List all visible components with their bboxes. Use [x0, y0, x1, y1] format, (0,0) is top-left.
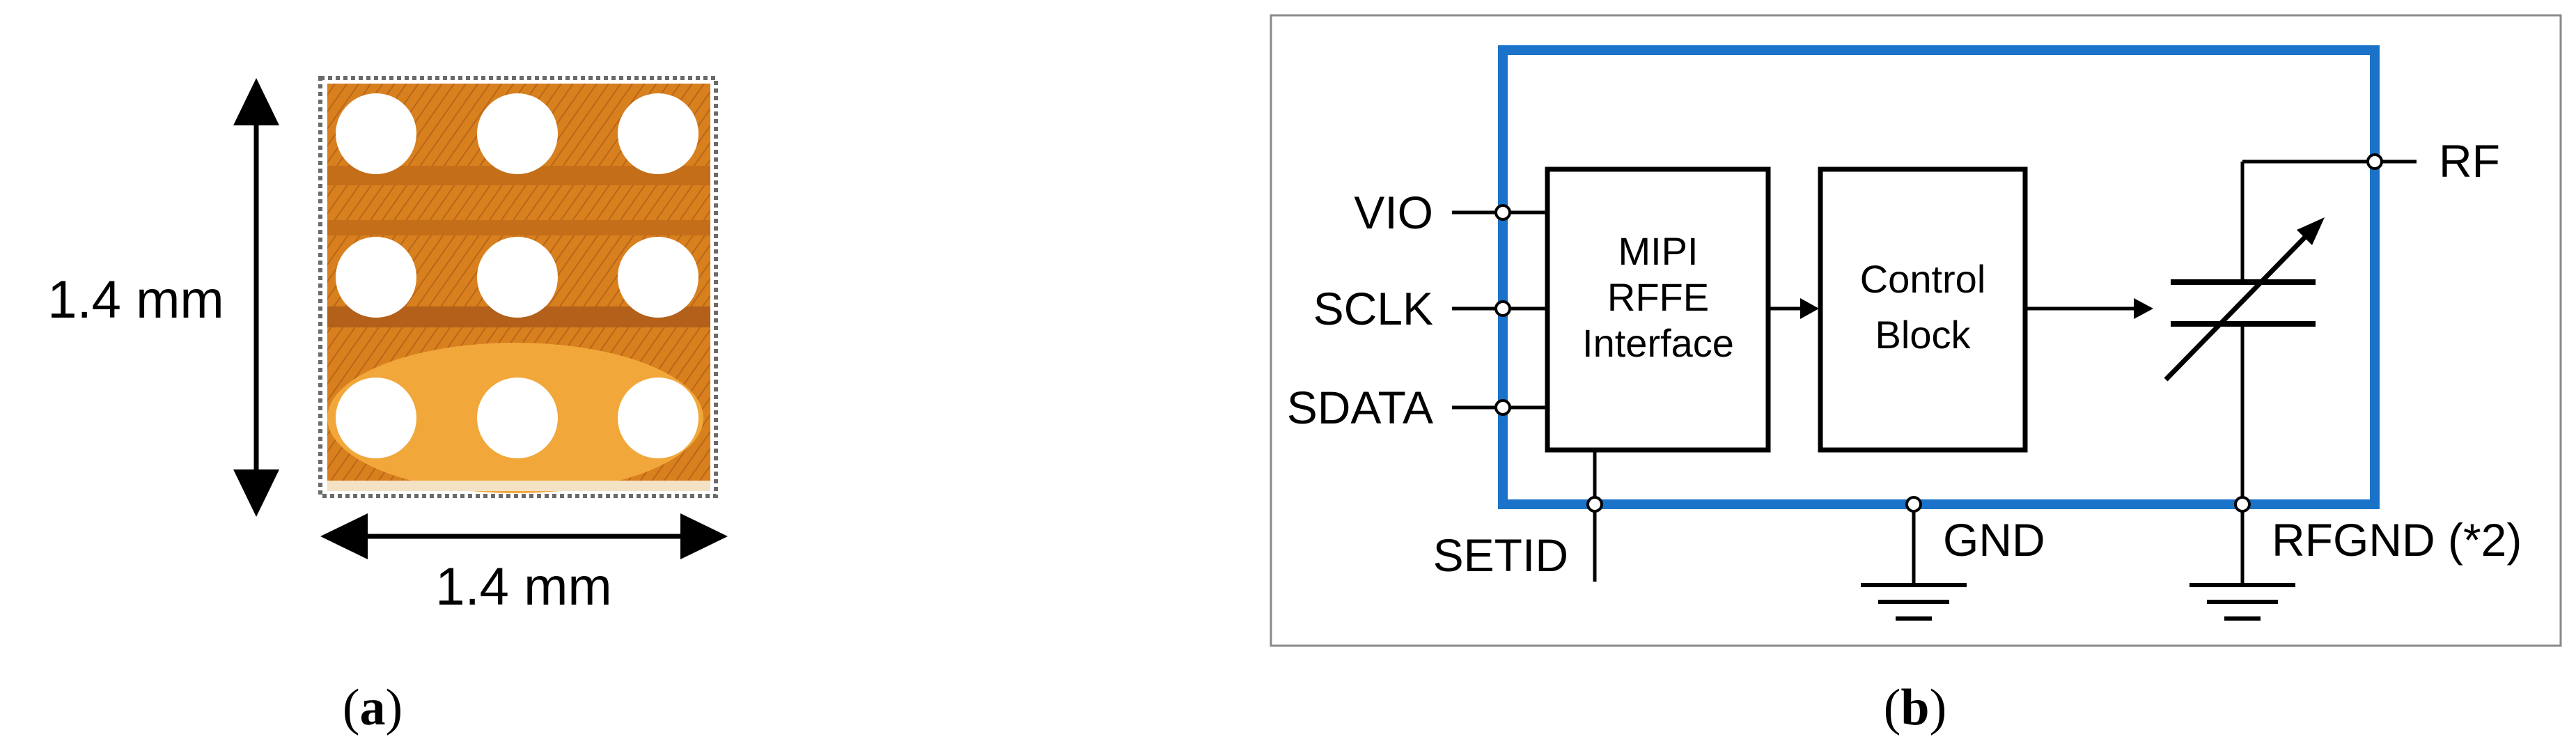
- pin-setid: [1586, 450, 1603, 582]
- pin-gnd: [1861, 496, 1967, 621]
- solder-bump: [618, 378, 698, 458]
- pin-rf-label: RF: [2439, 135, 2500, 187]
- control-block: [1818, 166, 2028, 453]
- solder-bump: [336, 237, 416, 318]
- solder-bump: [336, 93, 416, 174]
- pin-sdata: [1452, 399, 1547, 416]
- panel-b: MIPI RFFE Interface Control Block: [1270, 14, 2562, 736]
- chip-outline: [1498, 45, 2380, 509]
- ground-symbol-icon: [1861, 583, 1967, 621]
- mipi-label-line1: MIPI: [1618, 229, 1698, 273]
- pin-vio: [1452, 204, 1547, 221]
- solder-bump: [618, 93, 698, 174]
- control-label-line2: Block: [1875, 313, 1972, 357]
- mipi-rffe-interface-block: [1545, 166, 1771, 453]
- pin-sclk: [1452, 300, 1547, 317]
- tunable-capacitor-symbol: [2164, 160, 2375, 507]
- height-label: 1.4 mm: [47, 270, 224, 329]
- pin-rf: [2366, 153, 2417, 170]
- pin-setid-label: SETID: [1433, 529, 1568, 581]
- die-band-mid: [327, 220, 710, 235]
- solder-bump: [477, 237, 558, 318]
- control-to-capacitor-arrow: [2025, 298, 2153, 319]
- pin-gnd-label: GND: [1943, 514, 2045, 566]
- panel-a: 1.4 mm 1.4 mm (a): [47, 76, 728, 736]
- mipi-label-line3: Interface: [1582, 321, 1734, 365]
- width-label: 1.4 mm: [435, 557, 611, 616]
- caption-a: (a): [343, 679, 403, 736]
- height-dimension: [233, 78, 279, 517]
- pin-sclk-label: SCLK: [1313, 283, 1433, 334]
- width-dimension: [320, 513, 728, 559]
- chip-photo: [318, 76, 718, 498]
- pin-rfgnd: [2189, 496, 2295, 621]
- solder-bump: [336, 378, 416, 458]
- pin-sdata-label: SDATA: [1287, 382, 1433, 433]
- pin-rfgnd-label: RFGND (*2): [2272, 514, 2522, 566]
- pin-vio-label: VIO: [1354, 187, 1433, 238]
- mipi-label-line2: RFFE: [1607, 275, 1709, 319]
- caption-b: (b): [1884, 679, 1946, 736]
- control-label-line1: Control: [1860, 257, 1986, 301]
- solder-bump: [477, 378, 558, 458]
- solder-bump: [477, 93, 558, 174]
- ground-symbol-icon: [2189, 583, 2295, 621]
- die-bottom-edge: [327, 481, 710, 491]
- solder-bump: [618, 237, 698, 318]
- interface-to-control-arrow: [1768, 298, 1819, 319]
